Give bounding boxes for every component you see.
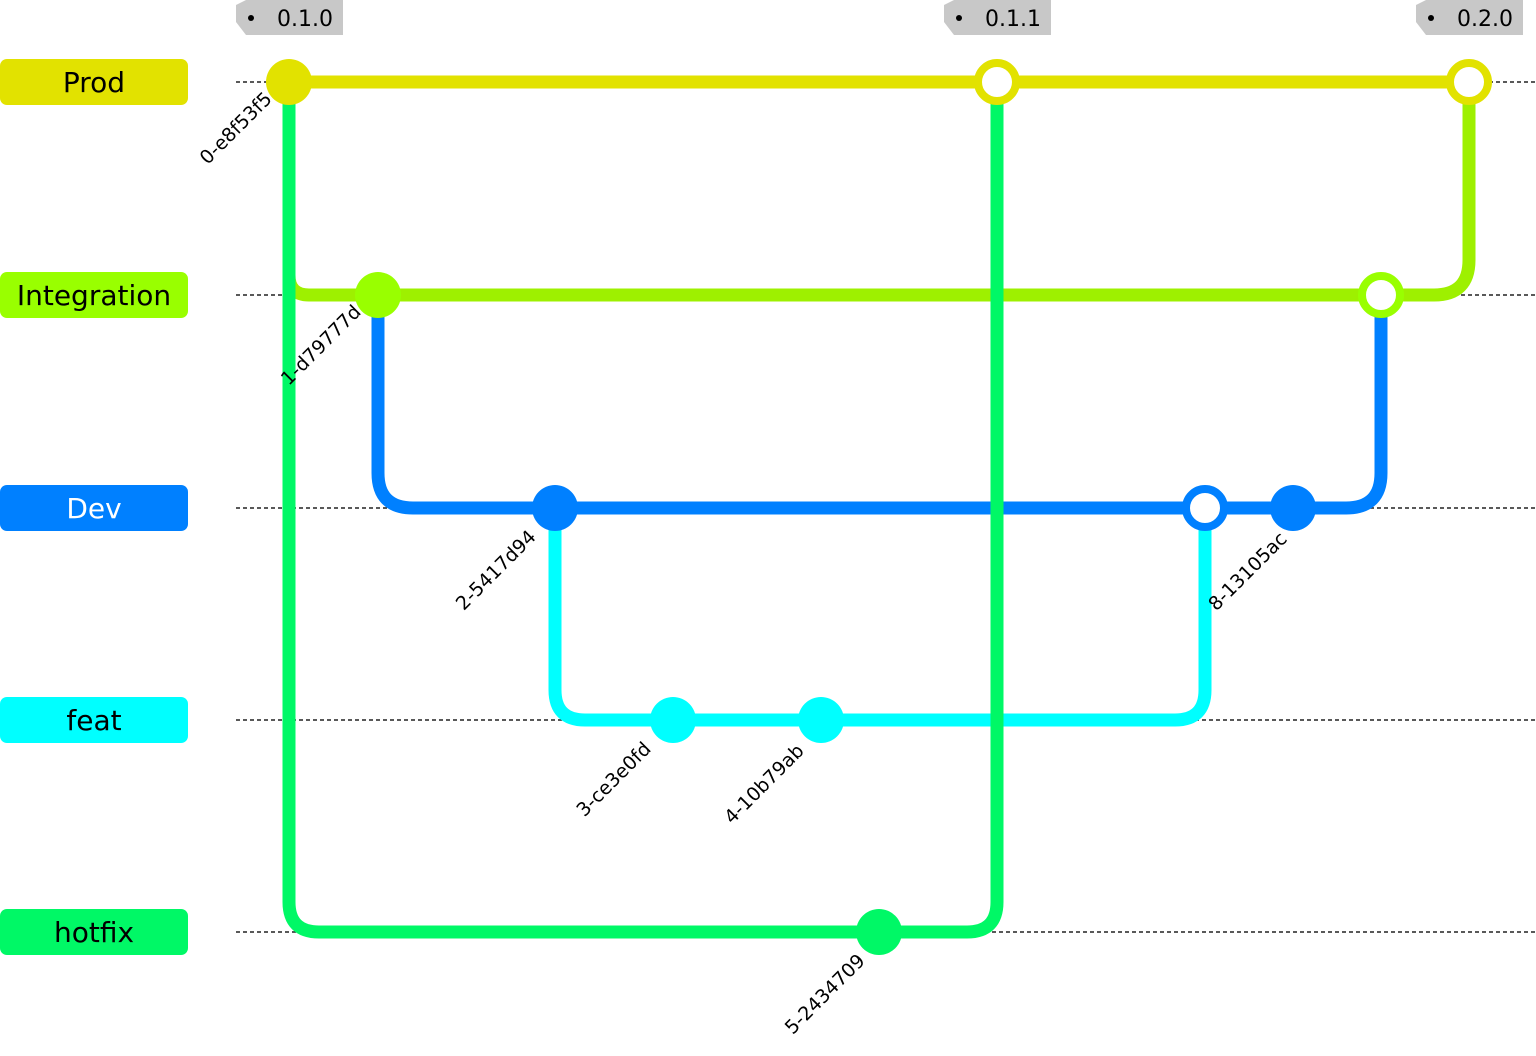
commit-label: 0-e8f53f5: [196, 88, 277, 169]
merge-commit-node[interactable]: [1446, 59, 1492, 105]
tag-box: [944, 0, 1051, 35]
tag-box: [1416, 0, 1523, 35]
branch-line-hotfix: [282, 75, 1004, 939]
merge-commit-node[interactable]: [1182, 485, 1228, 531]
tag-box: [236, 0, 343, 35]
branch-label-box-dev: [0, 485, 188, 531]
commit-node[interactable]: [650, 697, 696, 743]
branch-line-integration: [282, 75, 1476, 302]
tag-hole-icon: [1428, 15, 1434, 21]
branch-label-box-prod: [0, 59, 188, 105]
tag-hole-icon: [956, 15, 962, 21]
commit-label: 4-10b79ab: [720, 740, 808, 828]
branch-label-box-hotfix: [0, 909, 188, 955]
commit-node[interactable]: [798, 697, 844, 743]
branch-label: Prod: [63, 66, 125, 99]
commit-label: 3-ce3e0fd: [572, 738, 655, 821]
commit-node[interactable]: [355, 272, 401, 318]
tag-label: 0.2.0: [1457, 7, 1513, 32]
tag-label: 0.1.1: [985, 7, 1041, 32]
merge-commit-node[interactable]: [1358, 272, 1404, 318]
merge-commit-node[interactable]: [974, 59, 1020, 105]
commit-node[interactable]: [856, 909, 902, 955]
tag-label: 0.1.0: [277, 7, 333, 32]
branch-label: Integration: [17, 279, 171, 312]
commit-label: 5-2434709: [781, 950, 870, 1039]
commit-node[interactable]: [1270, 485, 1316, 531]
branch-label-box-feat: [0, 697, 188, 743]
branch-label: hotfix: [54, 916, 134, 949]
branch-line-feat: [548, 501, 1212, 727]
branch-line-dev: [371, 288, 1388, 515]
branch-label: feat: [66, 704, 121, 737]
branch-label: Dev: [66, 492, 121, 525]
tag-hole-icon: [248, 15, 254, 21]
commit-label: 8-13105ac: [1204, 528, 1291, 615]
branch-label-box-integration: [0, 272, 188, 318]
commit-node[interactable]: [266, 59, 312, 105]
commit-node[interactable]: [532, 485, 578, 531]
commit-label: 2-5417d94: [452, 526, 541, 615]
